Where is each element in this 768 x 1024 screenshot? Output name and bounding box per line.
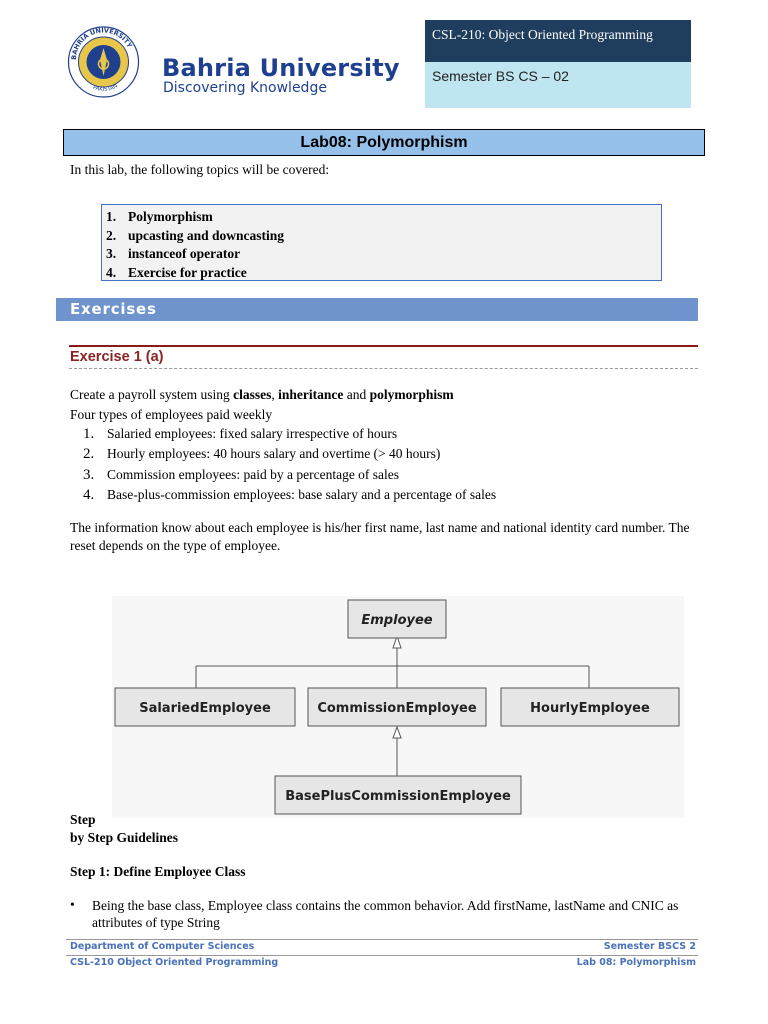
class-base-plus-label: BasePlusCommissionEmployee (285, 789, 511, 804)
exercise-description: Create a payroll system using classes, i… (70, 387, 454, 402)
bullet-icon: • (70, 897, 75, 912)
inheritance-arrow (392, 725, 402, 739)
topic-item: 2.upcasting and downcasting (106, 227, 285, 243)
list-item: 1.Salaried employees: fixed salary irres… (83, 426, 398, 442)
employee-types-intro: Four types of employees paid weekly (70, 407, 273, 422)
footer-semester: Semester BSCS 2 (603, 941, 696, 952)
guidelines-heading-line2: by Step Guidelines (70, 830, 179, 845)
inheritance-arrow (392, 634, 402, 649)
list-item: 4.Base-plus-commission employees: base s… (83, 487, 497, 504)
list-item: 3.Commission employees: paid by a percen… (83, 466, 400, 483)
logo-text-bottom: PAKISTAN (92, 83, 119, 93)
list-item: 2.Hourly employees: 40 hours salary and … (83, 446, 441, 463)
exercise-dashed-rule (69, 368, 698, 369)
footer-course: CSL-210 Object Oriented Programming (70, 957, 279, 968)
step1-description: Being the base class, Employee class con… (92, 898, 679, 930)
class-commission-label: CommissionEmployee (317, 701, 477, 716)
employee-info-paragraph: The information know about each employee… (70, 520, 690, 553)
inheritance-lines (195, 648, 590, 776)
exercise-divider (69, 345, 698, 347)
footer-rule (66, 939, 698, 940)
semester-box (425, 62, 691, 108)
svg-text:PAKISTAN: PAKISTAN (92, 83, 119, 93)
lab-title: Lab08: Polymorphism (63, 129, 705, 156)
guidelines-heading-line1: Step (70, 812, 96, 827)
class-hourly-label: HourlyEmployee (530, 701, 650, 716)
class-diagram: Employee SalariedEmployee CommissionEmpl… (112, 596, 684, 818)
exercise-title: Exercise 1 (a) (70, 349, 164, 365)
employee-types-list: 1.Salaried employees: fixed salary irres… (83, 424, 496, 506)
class-salaried-label: SalariedEmployee (139, 701, 271, 716)
footer-lab: Lab 08: Polymorphism (576, 957, 696, 968)
course-name: CSL-210: Object Oriented Programming (432, 27, 653, 42)
intro-text: In this lab, the following topics will b… (70, 162, 330, 177)
semester-label: Semester BS CS – 02 (432, 68, 569, 84)
class-hourly (500, 687, 680, 727)
topic-item: 4.Exercise for practice (106, 264, 247, 280)
footer-department: Department of Computer Sciences (70, 941, 255, 952)
class-employee (347, 599, 447, 639)
class-salaried (114, 687, 296, 727)
class-commission (307, 687, 487, 727)
topic-item: 3.instanceof operator (106, 246, 241, 261)
university-name: Bahria University (162, 54, 400, 82)
university-tagline: Discovering Knowledge (163, 80, 327, 96)
step1-heading: Step 1: Define Employee Class (70, 864, 246, 879)
class-employee-label: Employee (361, 613, 432, 628)
class-base-plus (274, 775, 522, 815)
topic-item: 1.Polymorphism (106, 209, 213, 224)
exercises-heading: Exercises (70, 300, 157, 318)
footer-rule (66, 955, 698, 956)
topics-box: 1.Polymorphism 2.upcasting and downcasti… (101, 204, 662, 281)
course-box (425, 20, 691, 62)
university-logo: BAHRIA UNIVERSITY PAKISTAN (66, 20, 141, 102)
exercises-bar (56, 298, 698, 321)
